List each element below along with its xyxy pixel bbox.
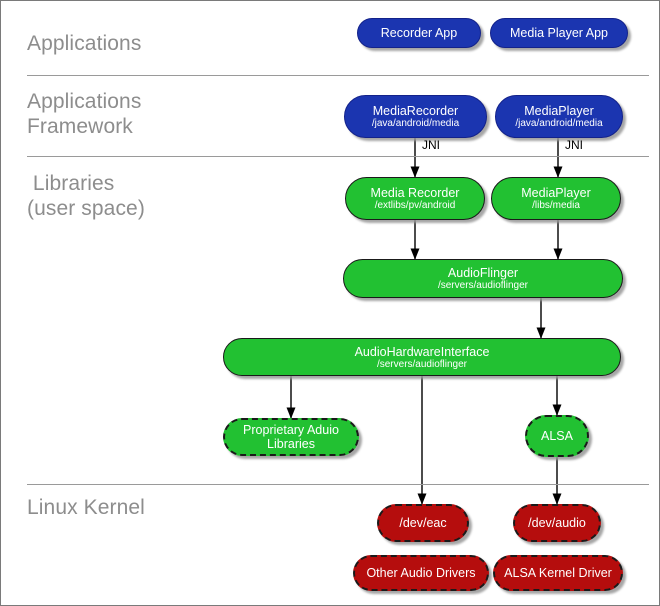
divider-framework — [27, 156, 649, 157]
node-dev-eac[interactable]: /dev/eac — [377, 504, 469, 542]
node-mediaplayer-library[interactable]: MediaPlayer /libs/media — [491, 177, 621, 220]
node-path: /java/android/media — [515, 118, 603, 129]
node-title: Media Recorder — [370, 186, 460, 200]
node-title: MediaPlayer — [524, 104, 594, 118]
divider-kernel — [27, 484, 649, 485]
node-other-audio-drivers[interactable]: Other Audio Drivers — [353, 555, 489, 591]
node-title: Media Player App — [510, 26, 608, 40]
node-path: /servers/audioflinger — [437, 280, 529, 291]
node-dev-audio[interactable]: /dev/audio — [513, 504, 601, 542]
node-title: Recorder App — [380, 26, 458, 40]
edge-label-jni-left: JNI — [422, 138, 440, 152]
edge-label-jni-right: JNI — [565, 138, 583, 152]
node-title: ALSA Kernel Driver — [504, 566, 612, 580]
node-title: AudioFlinger — [447, 266, 519, 280]
node-title: /dev/audio — [528, 516, 586, 530]
node-audioflinger[interactable]: AudioFlinger /servers/audioflinger — [343, 259, 623, 298]
node-path: /servers/audioflinger — [376, 358, 468, 370]
node-title: AudioHardwareInterface — [354, 344, 490, 359]
divider-applications — [27, 75, 649, 76]
node-recorder-app[interactable]: Recorder App — [357, 18, 481, 48]
node-media-recorder-library[interactable]: Media Recorder /extlibs/pv/android — [345, 177, 485, 220]
node-mediarecorder-framework[interactable]: MediaRecorder /java/android/media — [344, 95, 487, 138]
node-title-line2: Libraries — [267, 437, 315, 451]
node-title: MediaRecorder — [372, 104, 459, 118]
node-path: /libs/media — [532, 200, 580, 211]
node-media-player-app[interactable]: Media Player App — [490, 18, 628, 48]
node-mediaplayer-framework[interactable]: MediaPlayer /java/android/media — [495, 95, 623, 138]
node-proprietary-audio-libraries[interactable]: Proprietary Aduio Libraries — [223, 418, 359, 456]
node-audiohardwareinterface[interactable]: AudioHardwareInterface /servers/audiofli… — [223, 338, 621, 376]
node-title: Other Audio Drivers — [366, 566, 476, 580]
node-alsa[interactable]: ALSA — [525, 415, 589, 457]
tier-label-applications-framework: Applications Framework — [27, 90, 142, 138]
tier-label-libraries: Libraries (user space) — [27, 172, 145, 220]
node-title: Proprietary Aduio — [243, 423, 339, 437]
node-title: MediaPlayer — [521, 186, 591, 200]
node-title: ALSA — [541, 429, 573, 443]
node-path: /extlibs/pv/android — [374, 200, 456, 211]
node-alsa-kernel-driver[interactable]: ALSA Kernel Driver — [493, 555, 623, 591]
tier-label-applications: Applications — [27, 32, 142, 55]
node-title: /dev/eac — [399, 516, 447, 530]
tier-label-linux-kernel: Linux Kernel — [27, 496, 145, 519]
node-path: /java/android/media — [371, 118, 460, 129]
